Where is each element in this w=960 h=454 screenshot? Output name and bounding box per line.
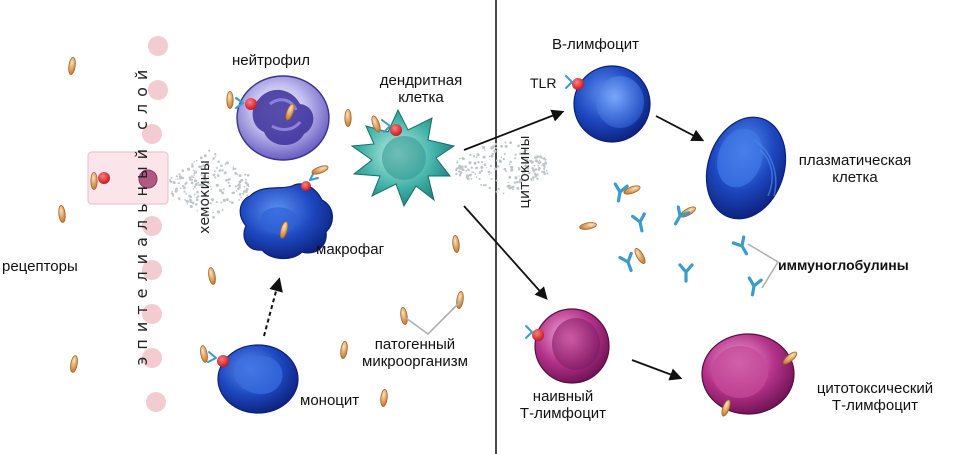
pathogen-label-line2: микроорганизм xyxy=(362,353,468,370)
dendritic-cell-label: дендритная клетка xyxy=(366,72,476,106)
neutrophil-receptor-icon xyxy=(245,98,257,110)
dendritic-cell xyxy=(350,108,456,208)
dendritic-to-t-cell-arrow xyxy=(463,205,548,300)
immunoglobulins-label: иммуноглобулины xyxy=(778,257,909,273)
b-lymphocyte-label: В-лимфоцит xyxy=(552,36,639,53)
cytokines-label: цитокины xyxy=(517,135,533,209)
cytokine-dots xyxy=(455,141,549,195)
chemokine-dots xyxy=(169,149,250,219)
naive-label-line1: наивный xyxy=(532,388,594,405)
pathogen-pointer xyxy=(405,299,463,336)
monocyte-to-macrophage-arrow xyxy=(263,277,283,337)
pathogen-label: патогенный микроорганизм xyxy=(330,336,500,370)
cytotoxic-t-lymphocyte-label: цитотоксический Т-лимфоцит xyxy=(800,380,950,414)
receptors-label: рецепторы xyxy=(2,258,78,275)
monocyte-label: моноцит xyxy=(300,392,360,409)
b-lymphocyte-cell xyxy=(565,65,651,143)
naive-t-lymphocyte-label: наивный Т-лимфоцит xyxy=(498,388,628,422)
b-to-plasma-arrow xyxy=(655,115,705,142)
pathogen-label-line1: патогенный xyxy=(374,336,456,353)
immunoglobulin-pointer xyxy=(747,243,780,289)
neutrophil-label: нейтрофил xyxy=(232,52,311,69)
plasma-label-line1: плазматическая xyxy=(798,152,912,169)
plasma-label-line2: клетка xyxy=(832,169,878,186)
neutrophil-cell xyxy=(226,75,330,161)
macrophage-cell xyxy=(239,163,333,260)
chemokines-label: хемокины xyxy=(197,160,213,234)
plasma-cell xyxy=(705,116,787,220)
cytotoxic-t-lymphocyte-cell xyxy=(701,333,799,418)
t-to-cytotoxic-arrow xyxy=(631,359,683,381)
dendritic-label-line1: дендритная xyxy=(379,72,463,89)
b-cell-receptor-icon xyxy=(572,78,584,90)
epithelial-cell-with-receptor xyxy=(87,151,169,205)
macrophage-receptor-icon xyxy=(301,181,311,191)
naive-t-lymphocyte-cell xyxy=(525,308,610,384)
macrophage-label: макрофаг xyxy=(316,241,385,258)
cytotoxic-label-line1: цитотоксический xyxy=(816,380,934,397)
t-cell-receptor-icon xyxy=(532,329,544,341)
dendritic-receptor-icon xyxy=(390,124,402,136)
naive-label-line2: Т-лимфоцит xyxy=(519,405,607,422)
receptor-icon xyxy=(98,172,110,184)
plasma-cell-label: плазматическая клетка xyxy=(790,152,920,186)
tlr-label: TLR xyxy=(530,75,557,91)
epithelial-cells xyxy=(87,36,169,412)
epithelial-layer-label: эпителиальный слой xyxy=(132,62,151,366)
dendritic-label-line2: клетка xyxy=(398,89,444,106)
monocyte-receptor-icon xyxy=(217,355,229,367)
cytotoxic-label-line2: Т-лимфоцит xyxy=(831,397,919,414)
monocyte-cell xyxy=(198,344,299,414)
dendritic-to-b-cell-arrow xyxy=(463,109,565,151)
